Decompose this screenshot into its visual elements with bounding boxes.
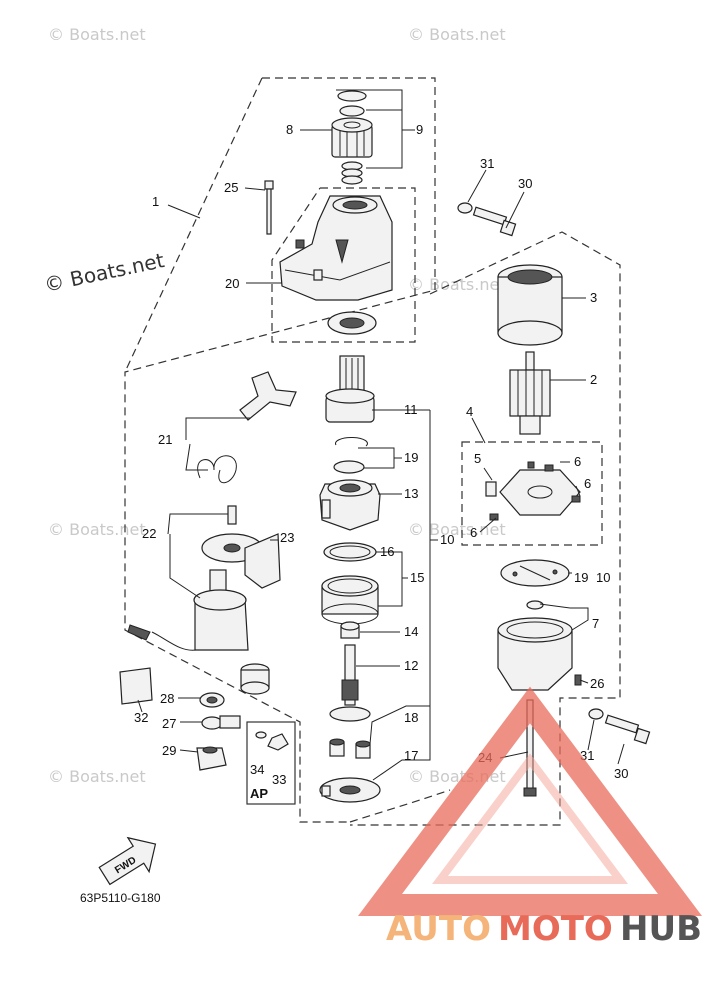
shaft-12 xyxy=(329,644,371,722)
diagram-code: 63P5110-G180 xyxy=(80,891,161,905)
seal-housing xyxy=(327,311,377,335)
lever-21 xyxy=(197,371,297,484)
bushing-14 xyxy=(340,621,360,639)
watermark-main: © Boats.net xyxy=(42,248,166,297)
boot-23 xyxy=(244,533,281,589)
planet-gears-18 xyxy=(329,738,371,759)
yoke-3 xyxy=(497,264,563,346)
cap-solenoid xyxy=(240,663,270,695)
label-8: 8 xyxy=(286,122,293,137)
label-19-10-b: 10 xyxy=(596,570,610,585)
label-16: 16 xyxy=(380,544,394,559)
housing-outline-20 xyxy=(271,187,416,343)
armature-2 xyxy=(509,351,551,435)
label-1: 1 xyxy=(152,194,159,209)
label-32: 32 xyxy=(134,710,148,725)
washer-34 xyxy=(255,731,267,739)
assembly-outline-left xyxy=(124,77,263,373)
label-27: 27 xyxy=(162,716,176,731)
label-30-bottom: 30 xyxy=(614,766,628,781)
label-6-b: 6 xyxy=(584,476,591,491)
ring-9-top xyxy=(337,90,367,102)
tag-32 xyxy=(119,667,153,705)
nut-29 xyxy=(196,746,227,771)
watermark-top-left: © Boats.net xyxy=(48,25,146,44)
logo-text-auto: AUTO xyxy=(386,909,491,949)
label-ap: AP xyxy=(250,786,268,801)
label-5: 5 xyxy=(474,451,481,466)
label-23: 23 xyxy=(280,530,294,545)
label-14: 14 xyxy=(404,624,418,639)
nut-27 xyxy=(201,715,241,730)
label-19: 19 xyxy=(404,450,418,465)
label-2: 2 xyxy=(590,372,597,387)
label-33: 33 xyxy=(272,772,286,787)
label-22: 22 xyxy=(142,526,156,541)
logo-triangle-inner xyxy=(432,753,628,884)
clip-19 xyxy=(335,436,368,447)
logo-triangle xyxy=(358,686,702,916)
clutch-shaft-11 xyxy=(325,355,375,423)
watermark-top-right: © Boats.net xyxy=(408,25,506,44)
label-9: 9 xyxy=(416,122,423,137)
label-18: 18 xyxy=(404,710,418,725)
label-3: 3 xyxy=(590,290,597,305)
label-6-c: 6 xyxy=(470,525,477,540)
washer-31-bottom xyxy=(588,708,604,720)
assembly-outline-right xyxy=(350,231,621,826)
label-12: 12 xyxy=(404,658,418,673)
washer-19 xyxy=(333,460,365,474)
label-11: 11 xyxy=(404,402,418,417)
logo-text-hub: HUB xyxy=(620,909,702,949)
label-17: 17 xyxy=(404,748,418,763)
end-cover-7 xyxy=(497,600,573,691)
leader-lines xyxy=(137,89,625,781)
watermark-low-left: © Boats.net xyxy=(48,767,146,786)
clutch-housing-13 xyxy=(319,479,381,531)
label-7: 7 xyxy=(592,616,599,631)
label-34: 34 xyxy=(250,762,264,777)
logo-text-moto: MOTO xyxy=(498,909,613,949)
label-28: 28 xyxy=(160,691,174,706)
label-29: 29 xyxy=(162,743,176,758)
label-26: 26 xyxy=(590,676,604,691)
automotohub-logo: AUTO MOTO HUB xyxy=(358,686,702,949)
fwd-arrow: FWD xyxy=(98,836,157,886)
front-housing-20 xyxy=(279,195,393,301)
label-20: 20 xyxy=(225,276,239,291)
plate-19-10 xyxy=(500,559,570,587)
ap-box xyxy=(246,721,296,805)
label-25: 25 xyxy=(224,180,238,195)
label-15: 15 xyxy=(410,570,424,585)
watermark-mid-left: © Boats.net xyxy=(48,520,146,539)
pinion-gear-8 xyxy=(331,117,373,158)
label-13: 13 xyxy=(404,486,418,501)
label-21: 21 xyxy=(158,432,172,447)
label-4: 4 xyxy=(466,404,473,419)
label-30-top: 30 xyxy=(518,176,532,191)
boot-28 xyxy=(199,692,225,708)
bolt-25 xyxy=(264,180,274,235)
bolt-30-bottom xyxy=(604,714,651,745)
nut-33 xyxy=(267,733,289,751)
assembly-outline-1 xyxy=(124,77,436,823)
plate-17 xyxy=(319,777,381,803)
ring-gear-15 xyxy=(321,575,379,625)
brush-outline-4 xyxy=(461,441,603,546)
brush-holder-4 xyxy=(485,461,581,521)
assembly-outline-center xyxy=(349,789,451,823)
watermark-mid-right: © Boats.net xyxy=(408,275,506,294)
label-10: 10 xyxy=(440,532,454,547)
watermark-mid-center: © Boats.net xyxy=(408,520,506,539)
label-31-top: 31 xyxy=(480,156,494,171)
spring-9 xyxy=(341,161,363,185)
washer-31-top xyxy=(457,202,473,214)
bolt-30-top xyxy=(472,206,517,237)
ring-9-second xyxy=(339,105,365,117)
label-19-10-a: 19 xyxy=(574,570,588,585)
label-6-a: 6 xyxy=(574,454,581,469)
